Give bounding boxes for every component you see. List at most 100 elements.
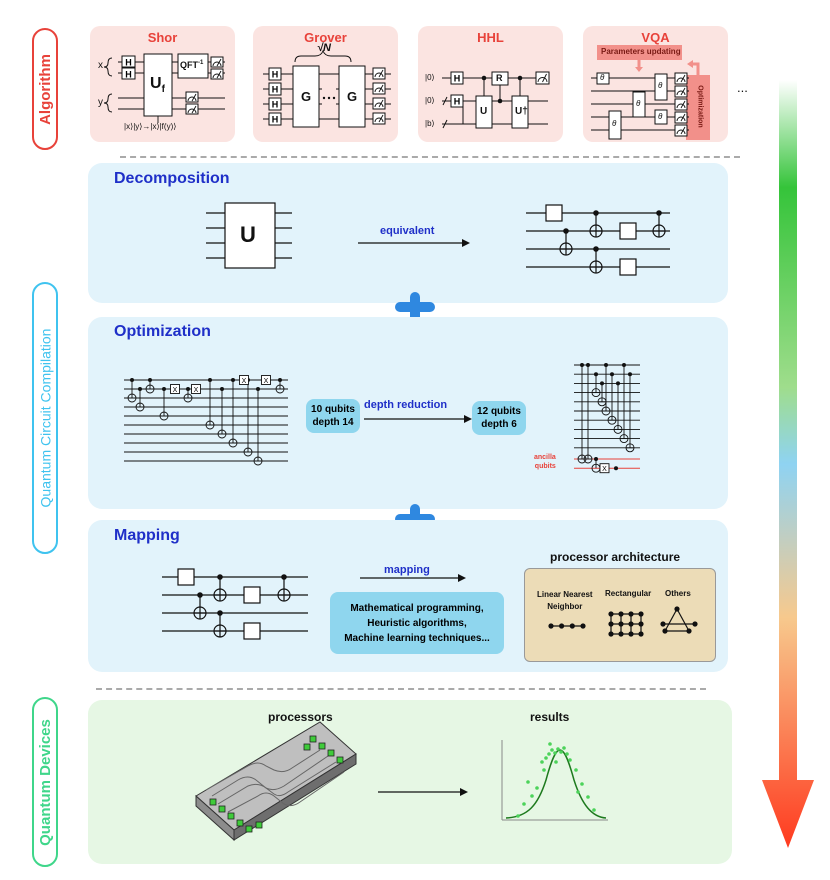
processor-architecture-box: Linear Nearest Neighbor Rectangular Othe… (524, 568, 716, 662)
optimization-arrow-label: depth reduction (364, 399, 448, 411)
svg-text:H: H (272, 70, 279, 80)
decomposition-u-gate: U (240, 222, 256, 247)
devices-side-label: Quantum Devices (32, 697, 58, 867)
mapping-diagram (162, 568, 466, 640)
hhl-ket0-label: |0⟩ (425, 73, 435, 82)
vqa-title: VQA (641, 30, 670, 45)
mapping-panel: Mapping mapping Mathematical programming… (88, 520, 728, 672)
algorithm-side-label: Algorithm (32, 28, 58, 150)
control-dot (186, 387, 190, 391)
x-gate (191, 384, 201, 394)
separator (120, 156, 740, 158)
x-gate-label: X (242, 378, 247, 385)
hhl-ketb-label: |b⟩ (425, 119, 435, 128)
shor-qft-gate: QFT-1 (180, 60, 204, 70)
control-dot (220, 387, 224, 391)
compilation-side-label: Quantum Circuit Compilation (32, 282, 58, 554)
svg-text:H: H (272, 85, 279, 95)
vqa-circuit (591, 45, 710, 140)
control-dot (208, 378, 212, 382)
control-dot (594, 457, 598, 461)
svg-text:H: H (454, 74, 461, 84)
control-dot (604, 363, 608, 367)
control-dot (138, 387, 142, 391)
hhl-u-gate: U (480, 106, 488, 117)
hhl-r-gate: R (496, 73, 503, 83)
arch-lnn-label: Linear Nearest Neighbor (537, 590, 593, 611)
x-gate (261, 375, 271, 385)
hhl-circuit: HH (442, 71, 550, 129)
shor-x-label: x (98, 60, 103, 71)
svg-text:H: H (125, 70, 132, 80)
plus-icon (395, 292, 435, 322)
decomposition-title: Decomposition (114, 170, 230, 187)
control-dot (600, 381, 604, 386)
optimization-title: Optimization (114, 323, 211, 340)
grover-title: Grover (304, 30, 347, 45)
decomposition-arrow-label: equivalent (380, 225, 435, 237)
arch-rectangular-label: Rectangular (605, 589, 652, 598)
shor-bottom-label: |x⟩|y⟩→|x⟩|f(y)⟩ (124, 122, 177, 131)
control-dot (256, 387, 260, 391)
algorithms-ellipsis: ... (737, 80, 748, 95)
svg-text:H: H (272, 115, 279, 125)
vqa-card: VQA Parameters updat (583, 26, 728, 142)
architecture-topologies (548, 606, 698, 637)
x-gate-label: X (602, 466, 607, 473)
optimization-diagram: X X X X X (124, 363, 640, 474)
architecture-title: processor architecture (550, 550, 681, 564)
shor-y-label: y (98, 97, 103, 108)
vqa-optimization-label: Optimization (696, 85, 704, 128)
processors-label: processors (268, 710, 333, 724)
shor-circuit: H H (103, 53, 225, 123)
mapping-arrow-label: mapping (384, 564, 430, 576)
control-dot (614, 466, 618, 471)
control-dot (580, 363, 584, 367)
control-dot (148, 378, 152, 382)
grover-g-gate: G (347, 89, 358, 104)
grover-circuit: HH HH (263, 49, 391, 128)
vqa-theta-label: θ (658, 112, 663, 121)
before-stats-box: 10 qubits depth 14 (306, 399, 360, 433)
grover-sqrt-label: √N (317, 42, 331, 54)
control-dot (610, 372, 614, 377)
svg-text:H: H (272, 100, 279, 110)
control-dot (231, 378, 235, 382)
vqa-theta-label: θ (636, 99, 641, 108)
control-dot (628, 372, 632, 377)
optimization-panel: Optimization X X X X X 10 qubits depth 14 de… (88, 317, 728, 509)
grover-g-gate: G (301, 89, 312, 104)
x-gate-label: X (173, 387, 178, 394)
vqa-theta-label: θ (600, 73, 605, 82)
mapping-title: Mapping (114, 527, 180, 544)
shor-uf-gate: Uf (150, 75, 165, 96)
control-dot (162, 387, 166, 391)
shor-title: Shor (147, 30, 178, 45)
devices-panel: processors results (88, 700, 732, 864)
ancilla-label: ancilla qubits (534, 454, 556, 470)
vqa-theta-label: θ (612, 119, 617, 128)
svg-text:H: H (125, 58, 132, 68)
mapping-methods-box: Mathematical programming, Heuristic algo… (330, 592, 504, 654)
x-gate (599, 463, 610, 474)
x-gate-label: X (194, 387, 199, 394)
x-gate-label: X (264, 378, 269, 385)
control-dot (594, 372, 598, 377)
hhl-title: HHL (477, 30, 504, 45)
results-label: results (530, 710, 570, 724)
x-gate (170, 384, 180, 394)
progress-arrow (762, 80, 814, 848)
decomposition-panel: Decomposition U equivalent (88, 163, 728, 303)
svg-text:H: H (454, 97, 461, 107)
hhl-udagger-gate: U† (515, 106, 528, 117)
control-dot (278, 378, 282, 382)
arch-others-label: Others (665, 589, 691, 598)
decomposition-diagram (206, 202, 670, 276)
arrow-head (464, 415, 472, 423)
control-dot (622, 363, 626, 367)
control-dot (616, 381, 620, 386)
control-dot (586, 363, 590, 367)
shor-card: Shor H H x y Uf QFT-1 |x⟩|y⟩→|x⟩|f(y)⟩ (90, 26, 235, 142)
